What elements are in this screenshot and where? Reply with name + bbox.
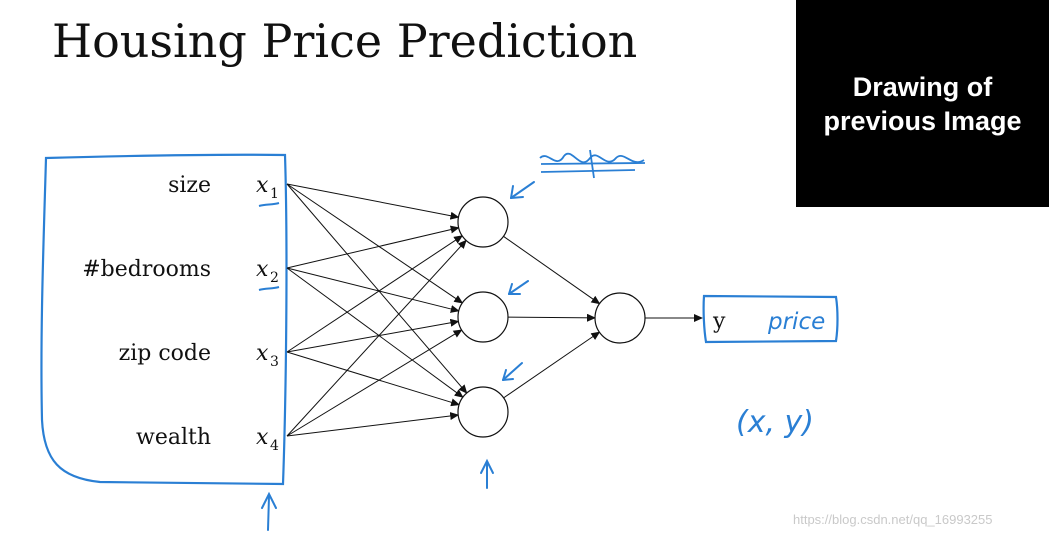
arrow-to-hidden-2-icon (508, 280, 529, 295)
scribbled-annotation (539, 149, 646, 179)
hidden-to-output-edge (503, 331, 601, 399)
feature-label: #bedrooms (82, 257, 211, 282)
input-variable-subscript: 1 (270, 186, 279, 202)
input-variable: x (256, 173, 269, 198)
previous-image-placeholder: Drawing of previous Image (796, 0, 1049, 207)
input-to-hidden-edge (286, 329, 463, 437)
up-arrow-under-hidden-layer-icon (480, 458, 494, 489)
hidden-to-output-edge (503, 235, 601, 305)
input-to-hidden-edge (286, 225, 460, 269)
arrow-to-hidden-3-icon (502, 362, 523, 381)
hidden-neuron (457, 291, 509, 343)
input-variable: x (256, 341, 269, 366)
hidden-to-output-edge (507, 313, 597, 322)
input-to-hidden-edge (286, 412, 460, 437)
hidden-neuron (457, 386, 509, 438)
feature-label: zip code (119, 341, 211, 366)
input-to-hidden-edge (286, 183, 468, 394)
input-to-hidden-edge (286, 235, 463, 353)
placeholder-line-2: previous Image (823, 105, 1022, 136)
arrow-to-hidden-1-icon (510, 181, 535, 199)
input-to-hidden-edge (286, 267, 464, 398)
input-to-hidden-edge (286, 239, 467, 437)
input-variable-subscript: 4 (270, 438, 279, 454)
input-to-hidden-edge (286, 183, 464, 304)
input-variable: x (256, 257, 269, 282)
input-variable-subscript: 2 (270, 270, 279, 286)
input-to-hidden-edge (286, 267, 460, 313)
placeholder-line-1: Drawing of (852, 71, 993, 102)
input-variable: x (256, 425, 269, 450)
underline-mark (258, 202, 280, 207)
output-price-annotation: price (767, 309, 825, 335)
up-arrow-under-inputs-icon (261, 491, 277, 531)
pair-annotation: (x, y) (736, 405, 814, 440)
input-features-bracket (40, 153, 288, 486)
input-to-hidden-edge (286, 183, 460, 220)
underline-mark (258, 286, 280, 291)
watermark: https://blog.csdn.net/qq_16993255 (793, 512, 993, 527)
output-bracket (702, 294, 839, 344)
input-variable-subscript: 3 (270, 354, 279, 370)
output-neuron (594, 292, 646, 344)
output-y-label: y (712, 309, 726, 334)
page-title: Housing Price Prediction (52, 14, 638, 68)
feature-label: wealth (136, 425, 211, 450)
feature-label: size (168, 173, 211, 198)
input-to-hidden-edge (286, 318, 460, 353)
input-to-hidden-edge (286, 351, 461, 407)
hidden-neuron (457, 196, 509, 248)
